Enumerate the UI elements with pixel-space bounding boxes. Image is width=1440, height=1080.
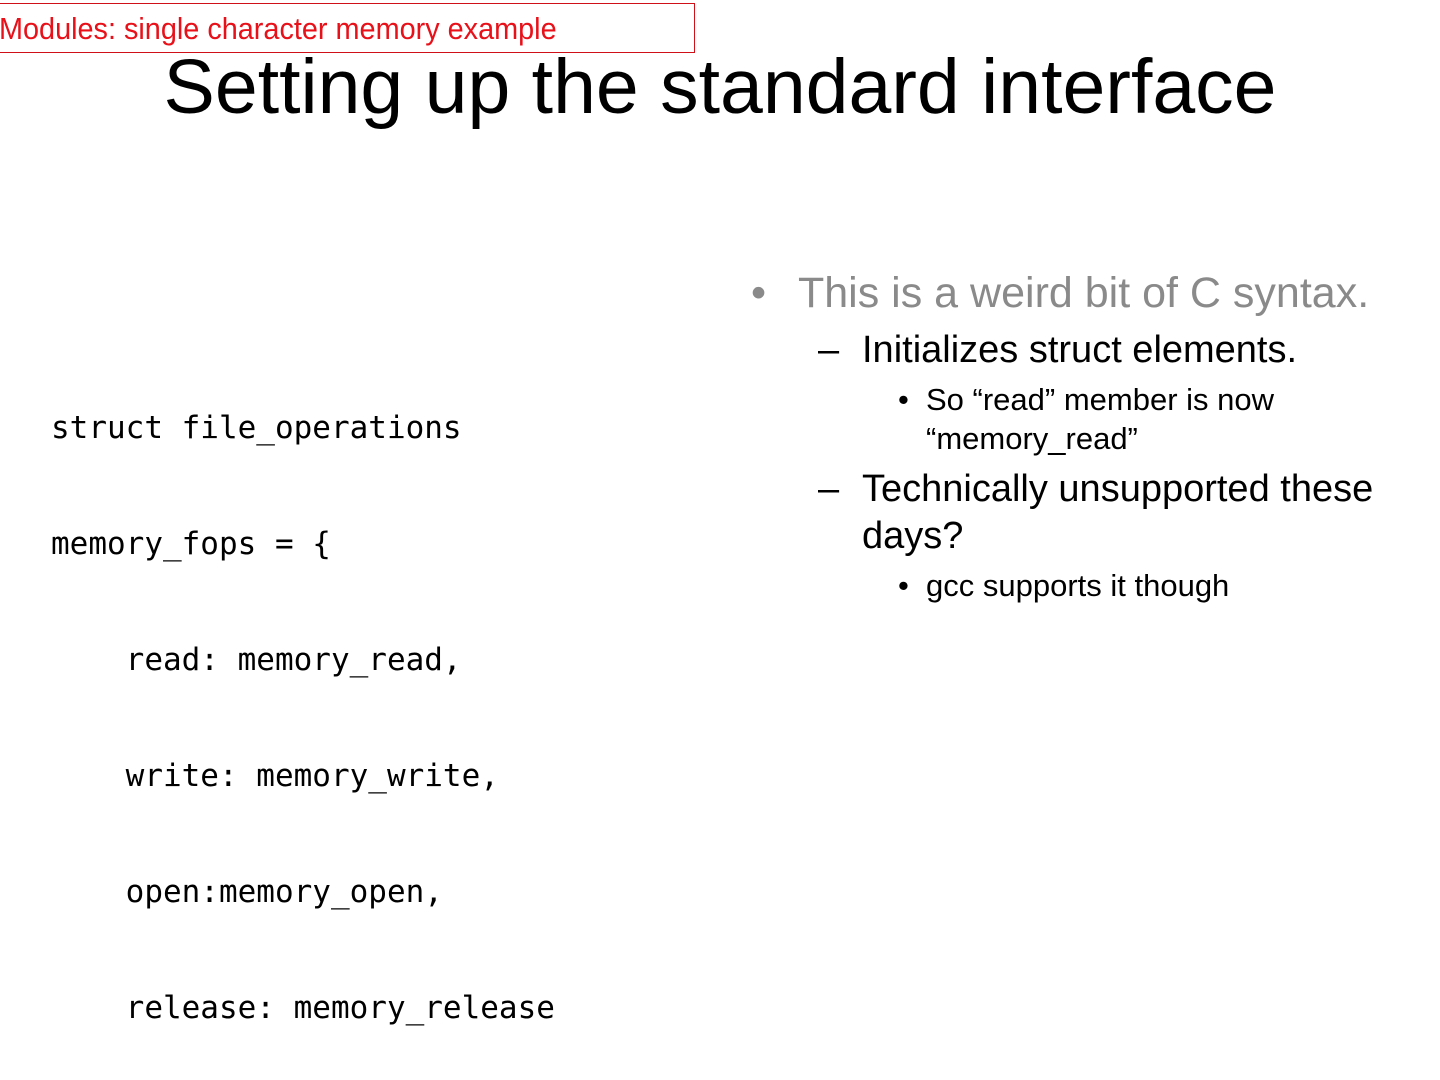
bullet-level1-text: This is a weird bit of C syntax. (798, 269, 1370, 317)
bullet-dash-icon: – (818, 468, 840, 510)
code-line: write: memory_write, (51, 758, 499, 794)
code-line: open:memory_open, (51, 874, 443, 910)
code-block: struct file_operations memory_fops = { r… (51, 262, 741, 1080)
code-line: struct file_operations (51, 410, 462, 446)
section-marker-label: Modules: single character memory example (0, 10, 557, 46)
bullet-level2: – Initializes struct elements. (813, 327, 1385, 374)
bullet-level3: • So “read” member is now “memory_read” (894, 380, 1385, 458)
bullet-dot-icon: • (898, 568, 909, 603)
bullet-level2-text: Technically unsupported these days? (862, 468, 1374, 557)
bullet-level3-text: So “read” member is now “memory_read” (926, 382, 1275, 456)
bullet-level2: – Technically unsupported these days? (813, 466, 1385, 560)
bullet-dot-icon: • (751, 269, 767, 317)
bullet-level1: • This is a weird bit of C syntax. (745, 268, 1385, 319)
bullet-list: • This is a weird bit of C syntax. – Ini… (745, 268, 1385, 605)
bullet-dot-icon: • (898, 382, 909, 417)
section-marker-box: Modules: single character memory example (0, 3, 695, 53)
code-line: read: memory_read, (51, 642, 462, 678)
bullet-dash-icon: – (818, 329, 840, 371)
page-title: Setting up the standard interface (163, 44, 1277, 130)
code-line: release: memory_release (51, 990, 555, 1026)
code-group-memory-fops: struct file_operations memory_fops = { r… (51, 334, 741, 1080)
bullet-level2-text: Initializes struct elements. (862, 329, 1298, 371)
code-line: memory_fops = { (51, 526, 331, 562)
bullet-level3-text: gcc supports it though (926, 568, 1230, 603)
bullet-level3: • gcc supports it though (894, 566, 1385, 605)
